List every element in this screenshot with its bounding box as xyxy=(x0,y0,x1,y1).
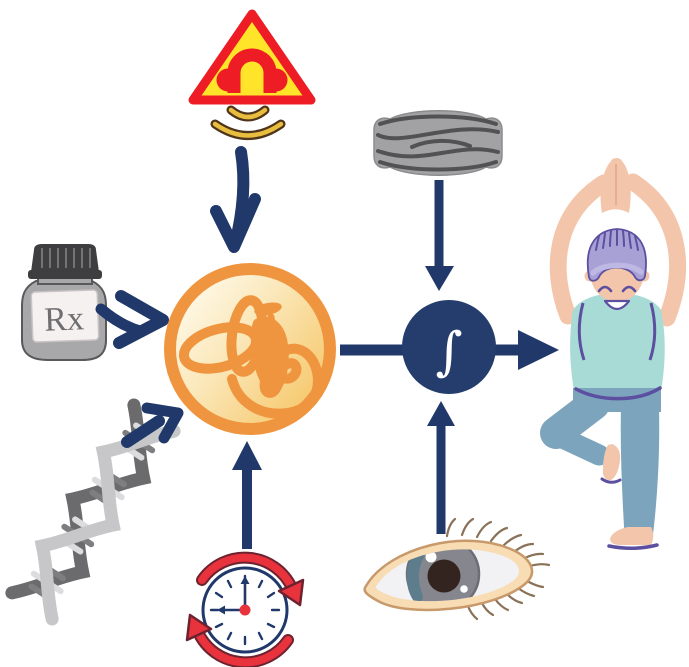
bottle-cap xyxy=(28,244,102,279)
pants-legs xyxy=(540,388,661,543)
inner-ear-vestibular-cochlea-icon xyxy=(164,263,336,435)
noise-to-inner-ear-arrow xyxy=(210,146,261,253)
cochlea-glyph xyxy=(178,295,323,419)
praying-hands xyxy=(600,158,631,213)
genetics-to-inner-ear-arrow xyxy=(121,402,184,448)
torso-shirt xyxy=(570,293,665,391)
noise-hazard-triangle-icon xyxy=(188,9,316,140)
medication-to-inner-ear-arrow xyxy=(95,290,169,349)
pupil xyxy=(427,559,461,593)
integration-node: ∫ xyxy=(402,300,496,394)
vision-to-integration-arrow xyxy=(427,401,455,534)
cycle-arrows xyxy=(185,551,305,667)
hair-stripes xyxy=(595,229,639,251)
yoga-tree-pose-person-icon xyxy=(540,158,686,550)
headphones-icon xyxy=(216,48,288,93)
prescription-bottle-icon: Rx xyxy=(21,244,107,361)
proprioception-to-integration-arrow xyxy=(425,180,454,291)
clock-cycle-icon xyxy=(185,551,305,667)
bottle-label xyxy=(30,289,100,343)
feet xyxy=(600,444,659,550)
shirt-trim xyxy=(577,302,657,361)
eye-icon xyxy=(363,517,551,621)
aging-to-inner-ear-arrow xyxy=(232,441,262,549)
clock-ticks xyxy=(209,574,281,646)
muscle-fibers xyxy=(376,114,500,172)
rx-label: Rx xyxy=(44,300,85,338)
dna-helix-icon xyxy=(5,398,181,626)
arms xyxy=(549,173,686,327)
clock-hands xyxy=(217,576,251,616)
face xyxy=(597,285,637,311)
integral-symbol: ∫ xyxy=(435,322,462,382)
head xyxy=(584,228,650,311)
waistband xyxy=(574,386,662,401)
sound-waves-icon xyxy=(210,105,286,140)
muscle-icon xyxy=(373,110,503,176)
